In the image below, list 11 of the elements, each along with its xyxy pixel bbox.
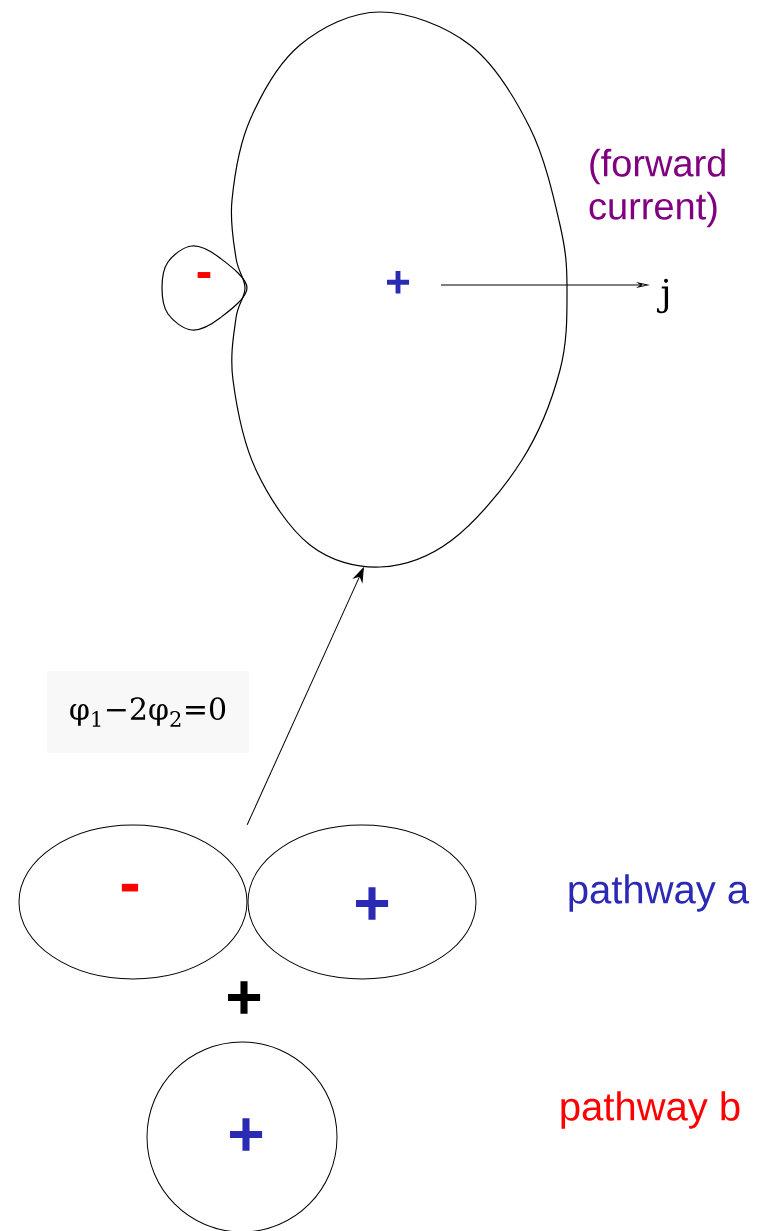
node-label: + — [387, 271, 410, 294]
node-label: - — [121, 883, 139, 892]
arrow — [246, 567, 364, 826]
equation-label: φ$_{1}$−2φ$_{2}$=0 — [46, 671, 250, 753]
plus-sign: + — [228, 981, 261, 1014]
pathway-label: pathway b — [561, 1091, 740, 1129]
node-label: + — [230, 1118, 263, 1151]
pathway-label: pathway a — [569, 874, 750, 912]
vector-label: j — [656, 278, 669, 314]
node-label: - — [197, 272, 211, 278]
node-label: + — [356, 887, 389, 920]
